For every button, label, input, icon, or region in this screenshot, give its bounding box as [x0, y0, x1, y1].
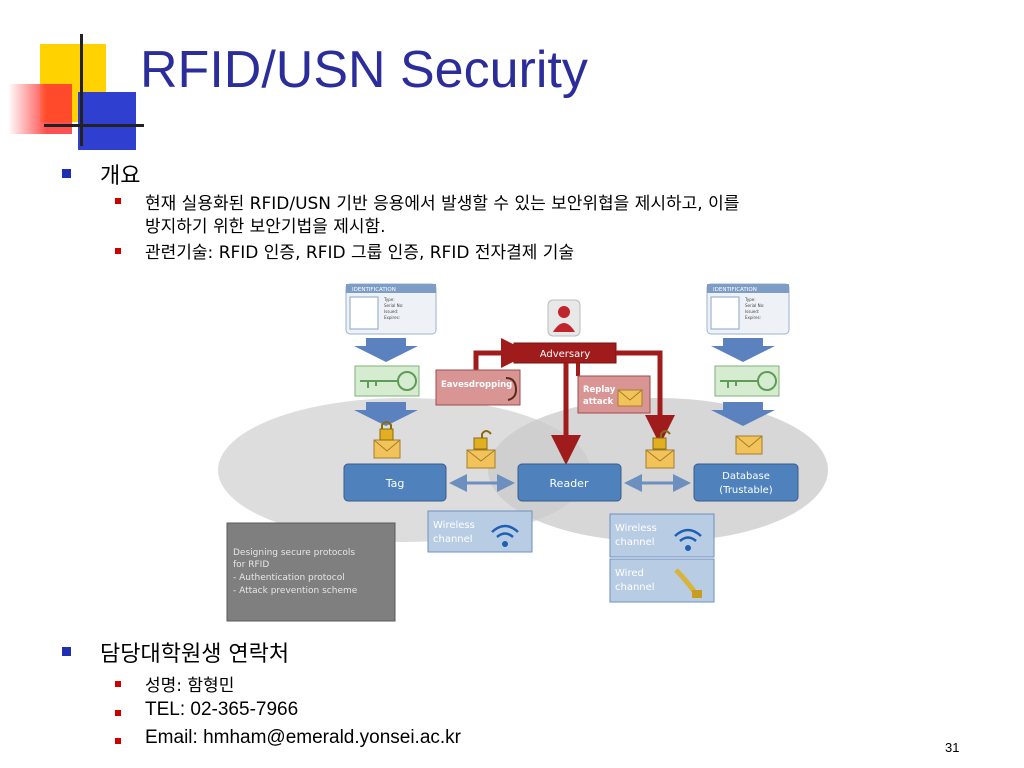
- design-line-2: for RFID: [233, 560, 269, 570]
- svg-text:IDENTIFICATION: IDENTIFICATION: [713, 287, 757, 293]
- down-arrow-icon: [711, 338, 775, 362]
- design-goals-box: [226, 522, 396, 622]
- adversary-to-replay-arrow: [616, 350, 675, 445]
- ethernet-cable-icon: [674, 568, 702, 598]
- replay-envelope-icon: [617, 389, 643, 407]
- envelope-database-icon: [735, 435, 763, 455]
- down-arrow-icon: [354, 338, 418, 362]
- decor-blue-block: [78, 92, 136, 150]
- tag-label: Tag: [385, 477, 405, 490]
- sub-bullet-icon: [115, 710, 121, 716]
- adversary-label: Adversary: [540, 349, 591, 360]
- replay-label-1: Replay: [583, 385, 616, 395]
- encrypted-data-left-icon: [354, 365, 420, 397]
- svg-text:Type:: Type:: [744, 297, 756, 302]
- wireless-label-1: Wireless: [433, 520, 475, 531]
- sub-bullet-icon: [115, 198, 121, 204]
- svg-text:Serial No:: Serial No:: [384, 303, 403, 308]
- design-line-1: Designing secure protocols: [233, 548, 355, 558]
- overview-heading: 개요: [100, 164, 141, 189]
- ear-icon: [505, 377, 518, 401]
- bullet-square-icon: [62, 647, 71, 656]
- svg-text:Expires:: Expires:: [384, 315, 400, 320]
- page-number: 31: [945, 740, 960, 755]
- wireless-label-2: channel: [433, 534, 473, 545]
- svg-text:Serial No:: Serial No:: [745, 303, 764, 308]
- tag-node: [343, 463, 447, 502]
- id-card-right-icon: IDENTIFICATION Type: Serial No: Issued: …: [706, 283, 790, 335]
- sub-bullet-icon: [115, 681, 121, 687]
- contact-email[interactable]: Email: hmham@emerald.yonsei.ac.kr: [145, 727, 462, 748]
- adversary-person-icon: [547, 299, 581, 337]
- wired-label-2: channel: [615, 582, 655, 593]
- down-arrow-icon: [354, 402, 418, 426]
- replay-label-2: attack: [583, 397, 614, 407]
- decor-vertical-line: [80, 34, 83, 146]
- database-label-1: Database: [722, 471, 770, 482]
- svg-text:IDENTIFICATION: IDENTIFICATION: [352, 287, 396, 293]
- lock-envelope-tag-icon: [373, 421, 401, 459]
- wifi-icon: [674, 528, 702, 551]
- wireless-channel-right-box: [609, 513, 715, 558]
- bullet-square-icon: [62, 169, 71, 178]
- wired-label-1: Wired: [615, 568, 644, 579]
- svg-text:Expires:: Expires:: [745, 315, 761, 320]
- reader-label: Reader: [550, 477, 589, 490]
- contact-heading: 담당대학원생 연락처: [100, 642, 290, 667]
- svg-text:Issued:: Issued:: [384, 309, 398, 314]
- contact-name: 성명: 함형민: [145, 676, 235, 696]
- overview-bullet-2: 관련기술: RFID 인증, RFID 그룹 인증, RFID 전자결제 기술: [145, 243, 575, 263]
- wifi-icon: [491, 524, 519, 547]
- contact-phone: TEL: 02-365-7966: [145, 699, 299, 720]
- encrypted-data-right-icon: [714, 365, 780, 397]
- reader-database-zone: [488, 398, 828, 542]
- svg-text:Issued:: Issued:: [745, 309, 759, 314]
- open-lock-envelope-left-icon: [466, 430, 496, 469]
- rfid-security-diagram: IDENTIFICATION Type: Serial No: Issued: …: [218, 283, 828, 622]
- svg-text:Type:: Type:: [383, 297, 395, 302]
- overview-bullet-1-cont: 방지하기 위한 보안기법을 제시함.: [145, 217, 386, 237]
- design-line-4: - Attack prevention scheme: [233, 586, 358, 596]
- eavesdropping-box: [435, 369, 521, 406]
- sub-bullet-icon: [115, 738, 121, 744]
- id-card-left-icon: IDENTIFICATION Type: Serial No: Issued: …: [345, 283, 437, 335]
- slide-title: RFID/USN Security: [140, 41, 588, 99]
- decor-horizontal-line: [44, 124, 144, 127]
- wireless-right-label-1: Wireless: [615, 523, 657, 534]
- design-line-3: - Authentication protocol: [233, 573, 345, 583]
- database-label-2: (Trustable): [719, 485, 773, 496]
- eavesdropping-label: Eavesdropping: [441, 380, 512, 390]
- overview-bullet-1: 현재 실용화된 RFID/USN 기반 응용에서 발생할 수 있는 보안위협을 …: [145, 194, 740, 214]
- down-arrow-icon: [711, 402, 775, 426]
- sub-bullet-icon: [115, 248, 121, 254]
- reader-node: [517, 463, 622, 502]
- database-node: [693, 463, 799, 502]
- wireless-channel-left-box: [427, 510, 533, 553]
- wireless-right-label-2: channel: [615, 537, 655, 548]
- open-lock-envelope-right-icon: [645, 430, 675, 469]
